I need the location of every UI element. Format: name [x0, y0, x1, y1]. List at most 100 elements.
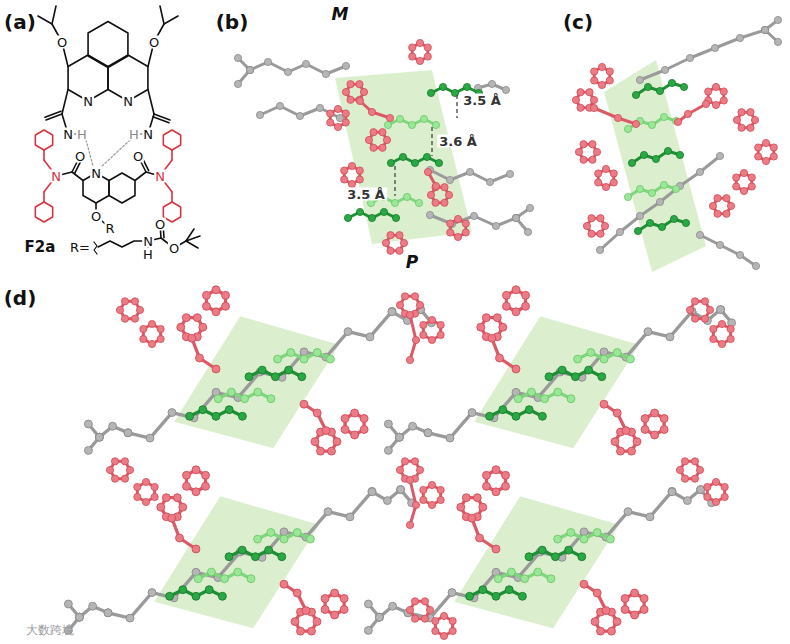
atom-ball — [446, 434, 454, 442]
atom-ball — [347, 96, 354, 103]
atom-ball — [755, 144, 762, 151]
crystal-packing — [64, 286, 735, 640]
stick-bond — [408, 491, 672, 618]
atom-ball — [427, 89, 434, 96]
atom-ball — [437, 331, 444, 338]
atom-ball — [447, 229, 454, 236]
atom-ball — [416, 301, 423, 308]
atom-ball — [366, 333, 374, 341]
atom-ball — [276, 102, 283, 109]
atom-ball — [428, 336, 435, 343]
atom-ball — [571, 373, 579, 381]
atom-ball — [351, 409, 359, 417]
atom-ball — [711, 44, 718, 51]
atom-ball — [435, 159, 442, 166]
atom-ball — [285, 366, 293, 374]
atom-ball — [238, 546, 246, 554]
atom-ball — [733, 183, 740, 190]
atom-ball — [538, 546, 546, 554]
atom-ball — [199, 323, 207, 331]
atom-ball — [554, 535, 562, 543]
atom-ball — [492, 222, 499, 229]
atom-ball — [572, 96, 579, 103]
atom-ball — [227, 388, 235, 396]
atom-ball — [761, 26, 768, 33]
atom-ball — [524, 228, 531, 235]
atom-ball — [660, 113, 667, 120]
atom-ball — [406, 311, 413, 318]
atom-ball — [124, 429, 132, 437]
atom-ball — [348, 162, 355, 169]
atom-ball — [664, 147, 671, 154]
atom-ball — [193, 314, 201, 322]
atom-ball — [302, 607, 310, 615]
atom-ball — [503, 302, 511, 310]
atom-ball — [714, 210, 721, 217]
atom-ball — [64, 600, 72, 608]
atom-ball — [351, 431, 359, 439]
atom-label: H — [128, 128, 140, 141]
atom-ball — [682, 219, 689, 226]
atom-ball — [207, 568, 215, 576]
atom-ball — [595, 170, 602, 177]
atom-ball — [512, 308, 520, 316]
skeletal-bond — [38, 16, 52, 24]
atom-ball — [302, 60, 309, 67]
atom-ball — [598, 81, 605, 88]
atom-ball — [334, 105, 341, 112]
atom-ball — [514, 395, 522, 403]
distance-line — [394, 166, 395, 196]
atom-ball — [503, 291, 511, 299]
atom-ball — [258, 366, 266, 374]
atom-ball — [384, 420, 392, 428]
atom-ball — [591, 77, 598, 84]
atom-ball — [521, 575, 529, 583]
atom-ball — [342, 62, 349, 69]
atom-ball — [466, 168, 473, 175]
atom-ball — [628, 447, 636, 455]
atom-ball — [391, 199, 398, 206]
atom-ball — [486, 178, 493, 185]
atom-ball — [432, 617, 439, 624]
atom-ball — [424, 429, 432, 437]
atom-ball — [379, 129, 386, 136]
atom-ball — [121, 475, 128, 482]
atom-ball — [704, 493, 711, 500]
atom-ball — [580, 141, 587, 148]
atom-ball — [468, 409, 476, 417]
packing-unit — [384, 286, 735, 455]
atom-label: O — [132, 150, 144, 163]
atom-ball — [527, 388, 535, 396]
atom-ball — [696, 231, 703, 238]
atom-ball — [104, 609, 112, 617]
atom-ball — [247, 575, 255, 583]
atom-ball — [494, 575, 502, 583]
atom-ball — [341, 426, 349, 434]
atom-ball — [774, 16, 781, 23]
atom-ball — [166, 592, 174, 600]
atom-ball — [709, 202, 716, 209]
atom-ball — [411, 159, 418, 166]
atom-ball — [483, 471, 491, 479]
atom-ball — [716, 152, 723, 159]
atom-ball — [600, 355, 608, 363]
skeletal-bond — [153, 117, 169, 123]
attachment-squiggle — [94, 242, 97, 254]
atom-ball — [522, 291, 530, 299]
atom-ball — [360, 426, 368, 434]
atom-ball — [148, 320, 155, 327]
atom-ball — [251, 553, 259, 561]
stick-bond — [638, 219, 686, 231]
atom-ball — [420, 486, 427, 493]
atom-label: O — [90, 210, 102, 223]
atom-ball — [522, 302, 530, 310]
helicity-label: M — [332, 6, 349, 23]
skeletal-bond — [72, 172, 83, 181]
atom-ball — [411, 458, 418, 465]
atom-ball — [718, 320, 725, 327]
atom-ball — [676, 151, 683, 158]
atom-ball — [525, 406, 533, 414]
atom-ball — [140, 325, 147, 332]
atom-ball — [331, 611, 339, 619]
atom-ball — [401, 293, 408, 300]
